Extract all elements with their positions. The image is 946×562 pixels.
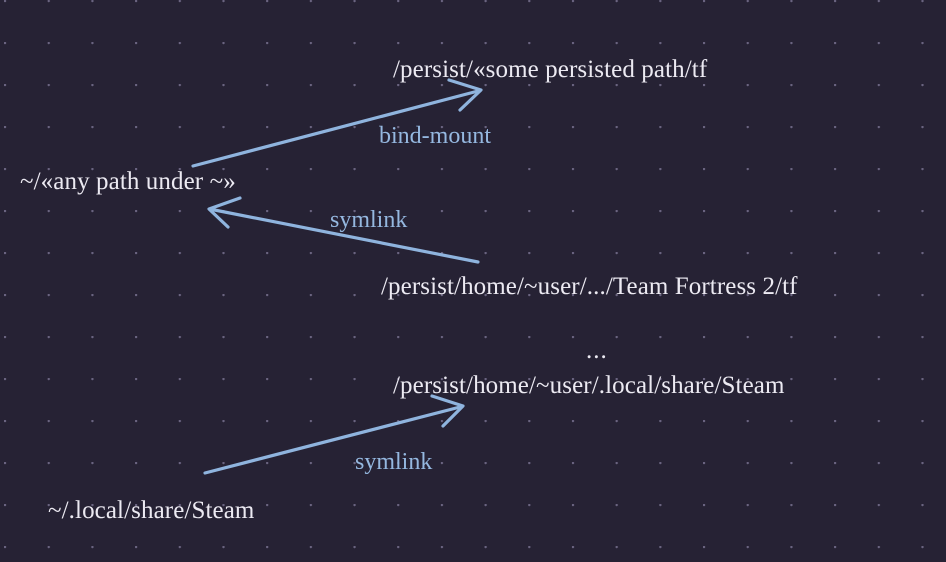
node-persist-home-steam: /persist/home/~user/.local/share/Steam: [393, 372, 785, 399]
node-ellipsis: ...: [586, 337, 608, 364]
edge-label-bind-mount: bind-mount: [379, 123, 491, 149]
node-home-steam: ~/.local/share/Steam: [48, 497, 255, 524]
edge-label-symlink-team-fortress: symlink: [330, 207, 408, 233]
node-home-any-path: ~/«any path under ~»: [20, 168, 236, 195]
node-persist-some-path-tf: /persist/«some persisted path/tf: [393, 56, 708, 83]
node-persist-home-team-fortress-tf: /persist/home/~user/.../Team Fortress 2/…: [381, 273, 798, 300]
edge-label-symlink-steam: symlink: [355, 449, 433, 475]
